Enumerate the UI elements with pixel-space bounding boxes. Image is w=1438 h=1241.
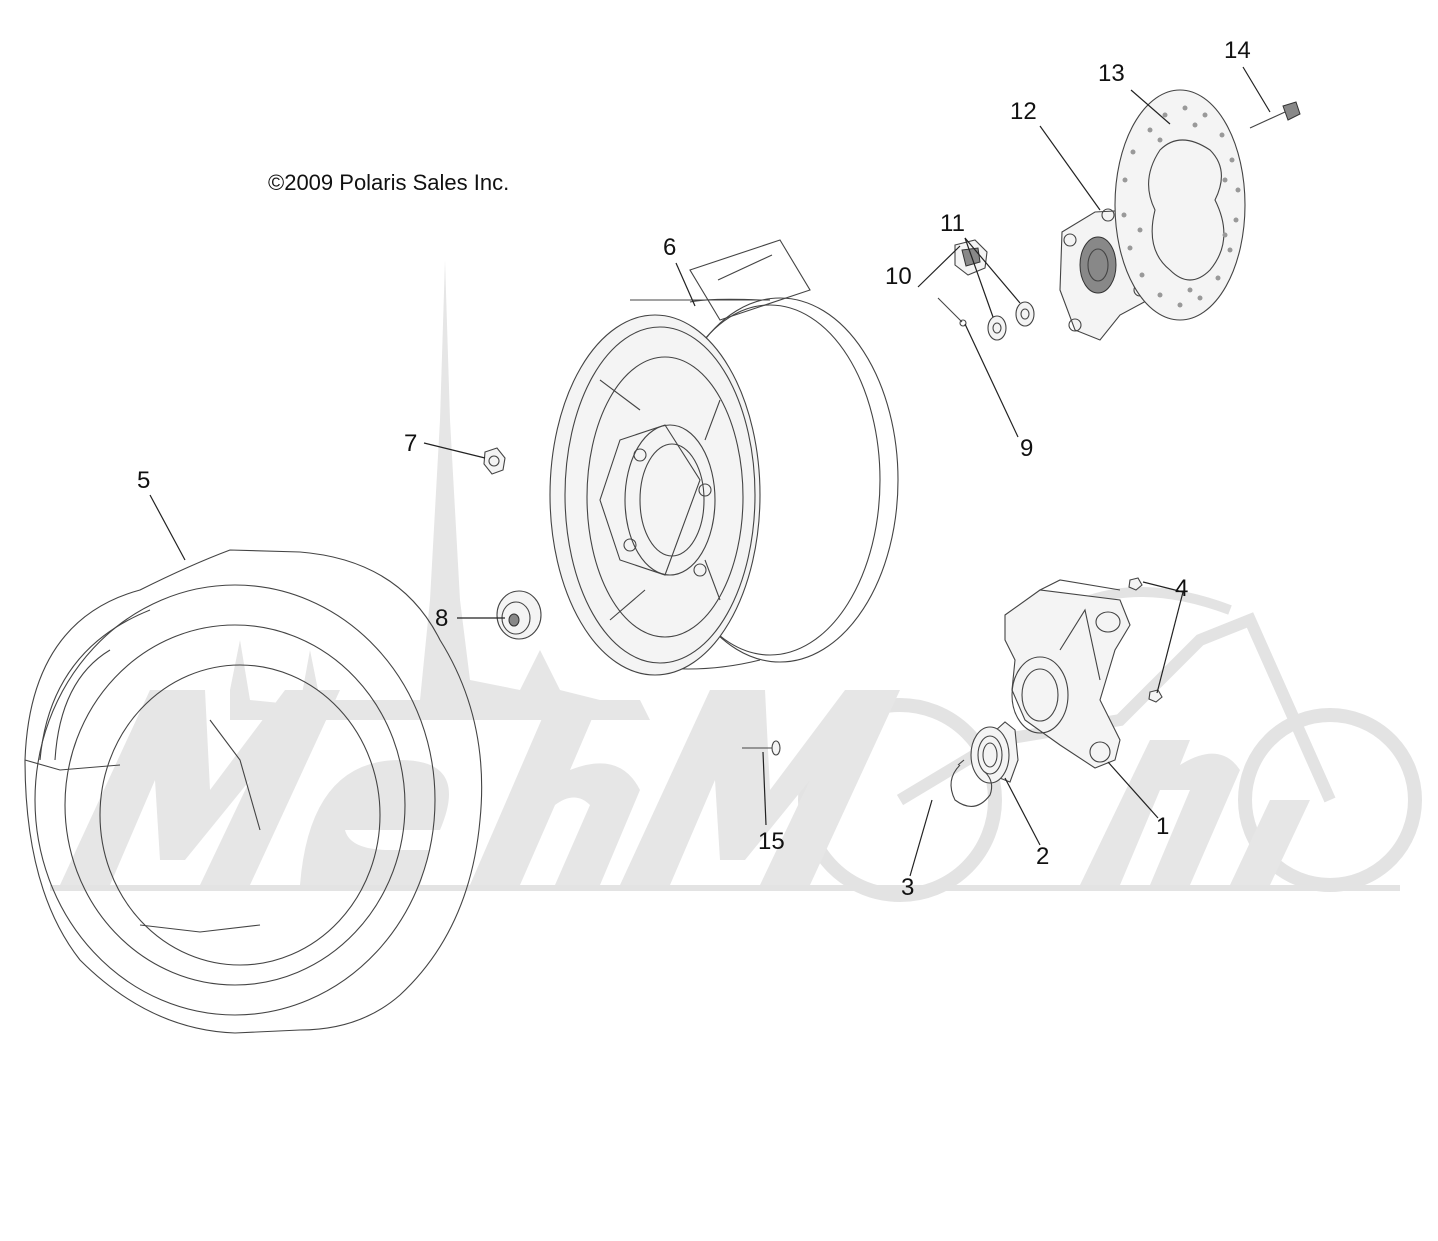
- bearing-carrier: [1004, 579, 1131, 769]
- callout-3: 3: [901, 874, 915, 901]
- leader-lines: [149, 66, 1271, 877]
- disc-bolt: [1249, 101, 1301, 129]
- copyright-notice: ©2009 Polaris Sales Inc.: [268, 170, 510, 195]
- callout-6: 6: [663, 234, 677, 261]
- bearing-carrier-nuts: [1128, 577, 1163, 703]
- callout-5: 5: [137, 467, 151, 494]
- wheel-rim: [549, 239, 899, 676]
- callout-2: 2: [1036, 843, 1050, 870]
- callout-4: 4: [1175, 575, 1189, 602]
- callout-1: 1: [1156, 813, 1170, 840]
- callout-8: 8: [435, 605, 449, 632]
- wheel-bearing: [970, 721, 1019, 784]
- center-cap: [496, 590, 542, 640]
- cotter-pin: [937, 297, 967, 327]
- callout-10: 10: [885, 263, 912, 290]
- pivot-pin: [742, 740, 781, 756]
- callout-9: 9: [1020, 435, 1034, 462]
- callout-11: 11: [940, 210, 965, 237]
- washers: [987, 301, 1035, 341]
- snap-ring: [950, 759, 993, 807]
- callout-12: 12: [1010, 98, 1037, 125]
- callout-13: 13: [1098, 60, 1125, 87]
- callout-7: 7: [404, 430, 418, 457]
- tire: [24, 549, 483, 1034]
- callout-15: 15: [758, 828, 785, 855]
- brake-disc: [1114, 89, 1246, 321]
- watermark: [50, 260, 1422, 902]
- lug-nut: [483, 447, 506, 475]
- castle-nut: [954, 239, 988, 276]
- callout-14: 14: [1224, 37, 1251, 64]
